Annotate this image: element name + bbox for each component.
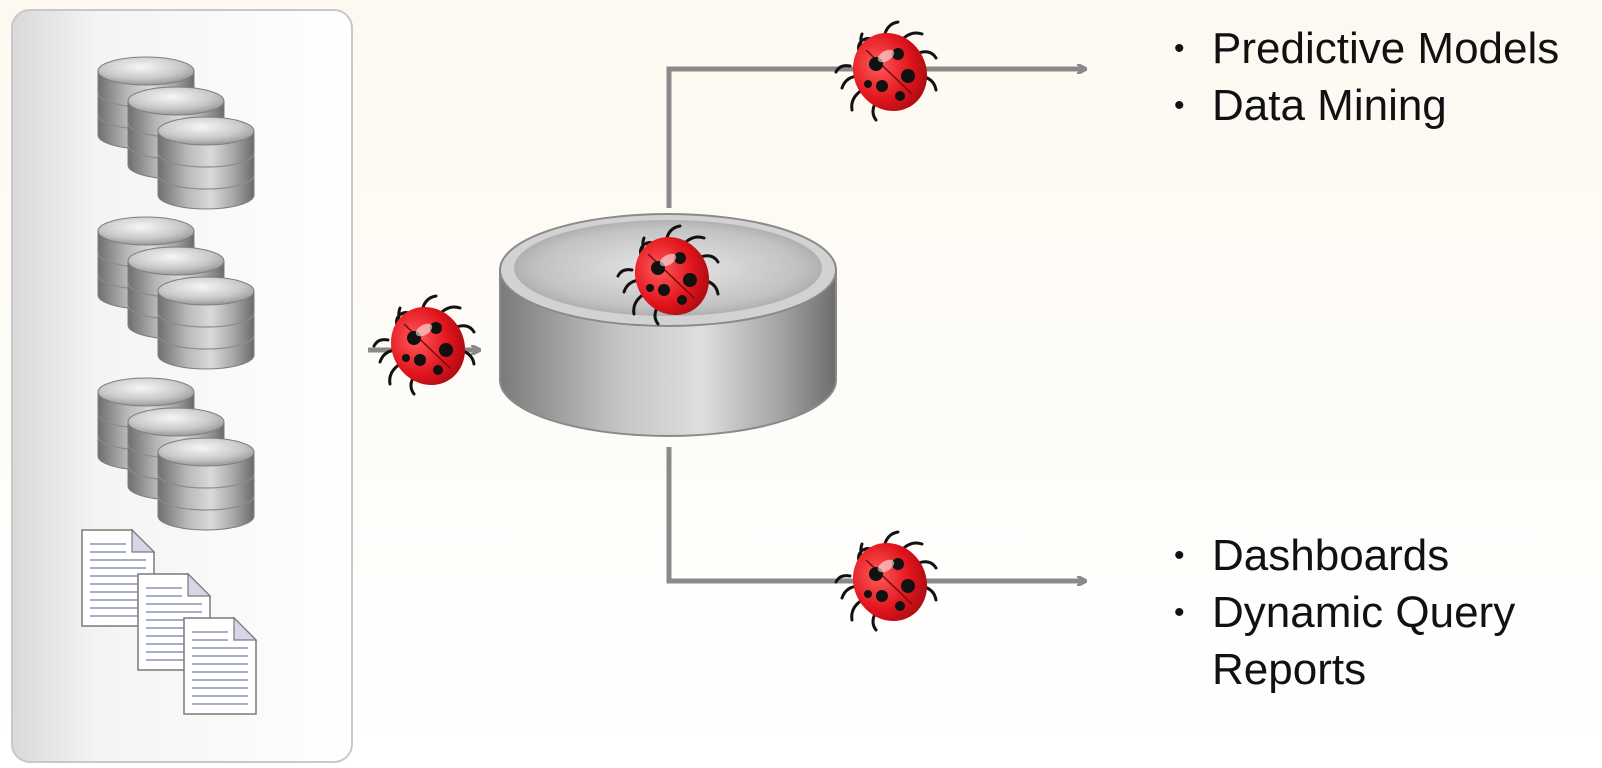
connector-top bbox=[666, 69, 1084, 208]
output-item: Data Mining bbox=[1174, 77, 1559, 134]
output-list-bottom: Dashboards Dynamic Query Reports bbox=[1174, 527, 1572, 698]
ladybug-icon bbox=[834, 17, 943, 127]
output-item: Dynamic Query Reports bbox=[1174, 584, 1572, 698]
connector-bottom bbox=[666, 447, 1084, 581]
output-item: Dashboards bbox=[1174, 527, 1572, 584]
ladybug-icon bbox=[372, 291, 481, 401]
output-list-top: Predictive Models Data Mining bbox=[1174, 20, 1559, 134]
output-item: Predictive Models bbox=[1174, 20, 1559, 77]
